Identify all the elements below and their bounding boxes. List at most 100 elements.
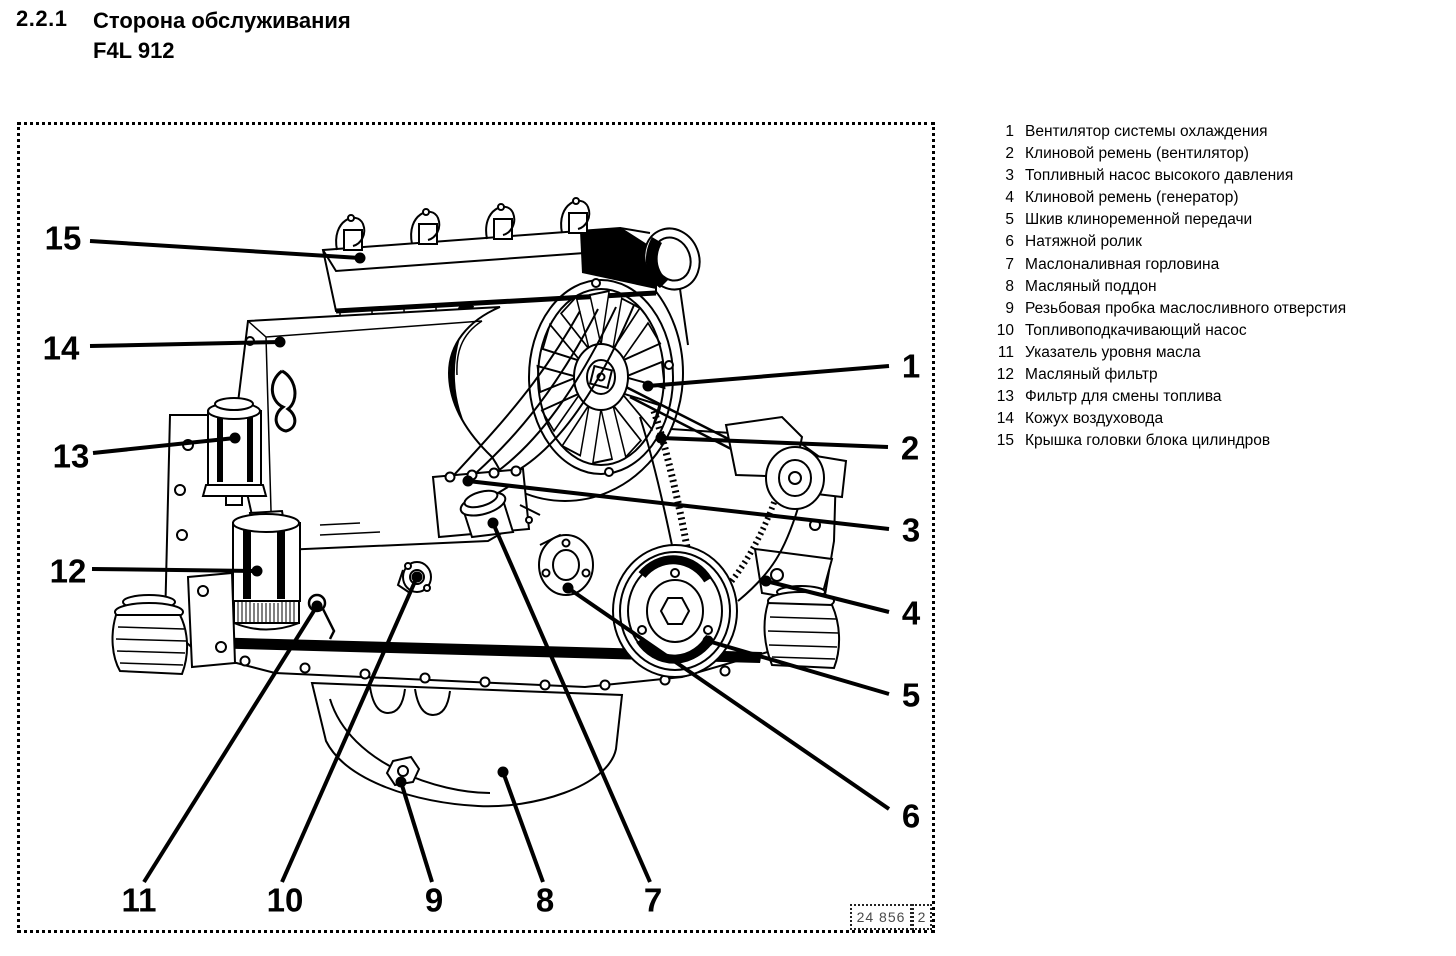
callout-line [647, 364, 890, 388]
callout-number: 15 [45, 220, 82, 257]
legend-item: 11 Указатель уровня масла [988, 342, 1346, 364]
section-number: 2.2.1 [16, 6, 68, 31]
oil-pan [310, 681, 624, 808]
legend-item: 8 Масляный поддон [988, 276, 1346, 298]
callout-line [467, 479, 890, 531]
callout-dot [655, 432, 667, 444]
generator-pulley [724, 415, 848, 510]
legend-item-number: 5 [1005, 211, 1014, 229]
legend-item-label: Кожух воздуховода [1025, 410, 1164, 428]
cylinder-head-cover [321, 226, 657, 314]
callout-number: 9 [425, 882, 443, 919]
legend-item-label: Фильтр для смены топлива [1025, 388, 1222, 406]
legend-item: 14 Кожух воздуховода [988, 408, 1346, 430]
right-engine-mount [753, 547, 841, 670]
legend-item-number: 4 [1005, 189, 1014, 207]
legend-item-number: 11 [997, 343, 1014, 361]
callout-line [280, 576, 419, 883]
callout-line [399, 781, 434, 883]
callout-dot [497, 766, 509, 778]
legend-item-label: Шкив клиноременной передачи [1025, 211, 1253, 229]
callout-number: 12 [50, 553, 87, 590]
engine-model: F4L 912 [93, 38, 175, 63]
callout-dot [411, 571, 423, 583]
legend-item-label: Клиновой ремень (вентилятор) [1025, 145, 1249, 163]
callout-number: 14 [43, 330, 80, 367]
legend-item: 13 Фильтр для смены топлива [988, 386, 1346, 408]
callout-number: 10 [267, 882, 304, 919]
callout-dot [229, 432, 241, 444]
callout-dot [395, 776, 407, 788]
legend-item-label: Клиновой ремень (генератор) [1025, 189, 1239, 207]
legend-item-label: Резьбовая пробка маслосливного отверстия [1025, 299, 1347, 317]
legend-item: 7 Маслоналивная горловина [988, 254, 1346, 276]
legend-item-label: Вентилятор системы охлаждения [1025, 123, 1268, 140]
legend-item-label: Топливоподкачивающий насос [1025, 321, 1247, 339]
figure-code-box: 24 856 [850, 904, 912, 930]
legend-item-number: 3 [1005, 167, 1014, 185]
legend-item-label: Топливный насос высокого давления [1025, 167, 1294, 185]
legend-item-label: Масляный фильтр [1025, 366, 1158, 384]
callout-line [765, 579, 890, 614]
page-title-text: Сторона обслуживания [93, 8, 351, 33]
oil-filter [232, 509, 301, 631]
callout-dot [354, 252, 366, 264]
callout-line [566, 586, 891, 811]
callout-dot [462, 475, 474, 487]
callout-dot [760, 575, 772, 587]
legend-item-label: Крышка головки блока цилиндров [1025, 432, 1271, 450]
legend-item: 2 Клиновой ремень (вентилятор) [988, 143, 1346, 165]
callout-number: 11 [122, 882, 157, 919]
legend-item-number: 2 [1005, 145, 1014, 163]
legend-item: 15 Крышка головки блока цилиндров [988, 430, 1346, 452]
callout-line [89, 340, 281, 348]
legend-item-number: 9 [1005, 299, 1014, 317]
left-engine-mount [111, 571, 237, 676]
legend-item-number: 14 [996, 410, 1014, 428]
legend-item-number: 10 [996, 321, 1014, 339]
callout-number: 6 [902, 798, 920, 835]
callout-line [142, 604, 319, 884]
figure-sheet-number: 2 [917, 909, 927, 925]
callout-line [91, 567, 258, 573]
callout-line [89, 239, 361, 260]
fuel-filter [201, 397, 268, 506]
legend-item: 9 Резьбовая пробка маслосливного отверст… [988, 298, 1346, 320]
legend-item-label: Масляный поддон [1025, 277, 1157, 295]
callout-number: 5 [902, 677, 920, 714]
callout-line [707, 639, 890, 696]
callout-number: 8 [536, 882, 554, 919]
callout-dot [702, 635, 714, 647]
callout-line [501, 771, 545, 883]
parts-legend: 1 Вентилятор системы охлаждения 2 Клинов… [988, 121, 1346, 452]
callout-dot [251, 565, 263, 577]
callout-line [92, 436, 236, 455]
legend-item-number: 12 [996, 366, 1014, 384]
callout-number: 7 [644, 882, 662, 919]
injection-lines-clamps [335, 197, 591, 251]
callout-number: 2 [901, 430, 919, 467]
callout-number: 1 [902, 348, 920, 385]
legend-item-number: 8 [1005, 277, 1014, 295]
callout-dot [274, 336, 286, 348]
legend-item: 6 Натяжной ролик [988, 231, 1346, 253]
page-title: Сторона обслуживания F4L 912 [93, 6, 351, 66]
oil-filler-neck [459, 486, 515, 539]
legend-item-number: 15 [996, 432, 1014, 450]
callout-dot [642, 380, 654, 392]
legend-item-number: 1 [1005, 123, 1014, 140]
legend-item: 1 Вентилятор системы охлаждения [988, 121, 1346, 143]
callout-number: 13 [53, 438, 90, 475]
legend-item: 3 Топливный насос высокого давления [988, 165, 1346, 187]
figure-code: 24 856 [856, 909, 906, 925]
legend-item-label: Маслоналивная горловина [1025, 255, 1220, 273]
legend-item-number: 6 [1005, 233, 1014, 251]
callout-dot [487, 517, 499, 529]
legend-item: 5 Шкив клиноременной передачи [988, 209, 1346, 231]
legend-item: 12 Масляный фильтр [988, 364, 1346, 386]
callout-line [660, 436, 889, 449]
callout-dot [562, 582, 574, 594]
legend-item-number: 13 [996, 388, 1014, 406]
